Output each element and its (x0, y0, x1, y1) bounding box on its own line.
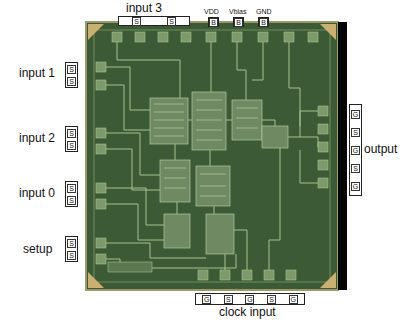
probe-pad: B (209, 18, 218, 27)
circuit-blocks (150, 92, 288, 254)
probe-pad: G (202, 295, 211, 304)
probe-pad: S (67, 77, 76, 86)
probe-pad: S (167, 17, 176, 26)
probe-pad-frame: GSGSG (349, 104, 362, 196)
pad-group-label: input 3 (126, 2, 162, 16)
fine-traces (154, 100, 258, 196)
metal-traces (106, 42, 318, 270)
probe-pad-frame: SS (65, 62, 78, 88)
probe-pad: S (267, 295, 276, 304)
probe-pad: S (351, 128, 360, 137)
probe-pad-frame: SS (65, 236, 78, 262)
probe-pad: G (351, 110, 360, 119)
seal-ring (94, 30, 330, 282)
bond-pads (96, 32, 328, 280)
corner-marks (88, 24, 336, 288)
probe-pad-frame: GSGSG (195, 293, 305, 305)
probe-pad: S (67, 251, 76, 260)
pad-group-label: input 1 (19, 67, 55, 81)
probe-pad-frame: B (258, 17, 269, 27)
probe-pad-frame: B (233, 17, 244, 27)
probe-pad: S (224, 295, 233, 304)
pad-group-label: GND (256, 8, 272, 16)
probe-pad: S (67, 65, 76, 74)
die (86, 22, 338, 290)
probe-pad: G (351, 182, 360, 191)
pad-group-label: VDD (204, 8, 219, 16)
die-edge (338, 22, 347, 290)
probe-pad: G (245, 295, 254, 304)
pad-group-label: input 2 (19, 132, 55, 146)
probe-pad: B (259, 18, 268, 27)
probe-pad-frame: SS (118, 16, 190, 26)
logo-mark (108, 262, 152, 272)
probe-pad: S (67, 184, 76, 193)
probe-pad: S (67, 196, 76, 205)
probe-pad: G (351, 146, 360, 155)
pad-group-label: clock input (219, 306, 276, 320)
probe-pad: G (289, 295, 298, 304)
probe-pad: B (234, 18, 243, 27)
pad-group-label: input 0 (19, 187, 55, 201)
pad-group-label: setup (23, 243, 52, 257)
probe-pad: S (67, 141, 76, 150)
probe-pad: S (132, 17, 141, 26)
probe-pad: S (67, 129, 76, 138)
probe-pad: S (351, 164, 360, 173)
probe-pad: S (67, 239, 76, 248)
probe-pad-frame: SS (65, 126, 78, 152)
probe-pad-frame: SS (65, 181, 78, 207)
probe-pad-frame: B (208, 17, 219, 27)
pad-group-label: output (364, 143, 397, 157)
pad-group-label: Vbias (229, 8, 247, 16)
